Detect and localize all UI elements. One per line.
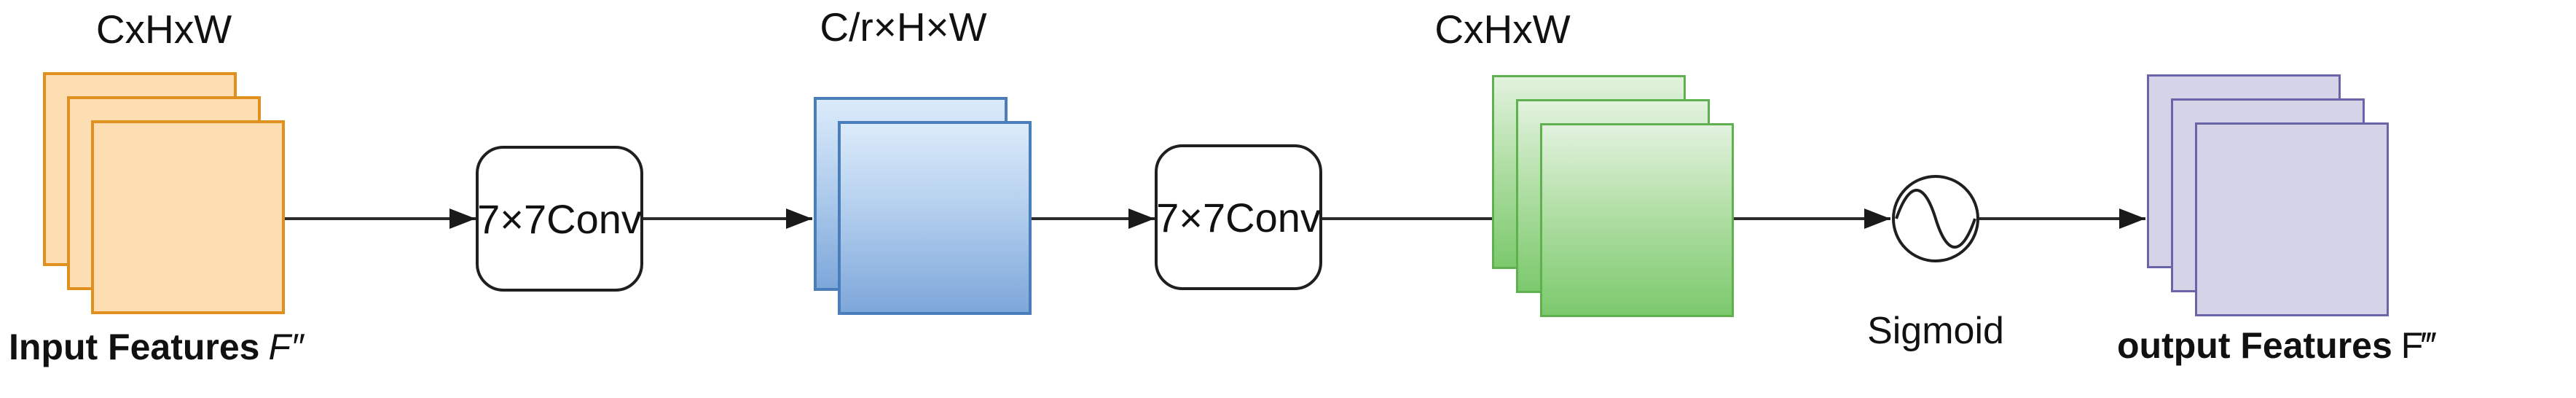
sigmoid-label: Sigmoid (1867, 310, 2004, 352)
mid-dim-label: C/r×H×W (820, 4, 987, 50)
input-caption-text: Input Features (9, 327, 260, 367)
conv1-box: 7×7Conv (476, 146, 643, 292)
feature-map-square (838, 121, 1032, 315)
feature-map-square (91, 120, 285, 314)
input-caption-symbol: F″ (268, 327, 304, 367)
sigmoid-node (1892, 175, 1979, 262)
feature-map-square (1540, 123, 1734, 317)
input-dim-label: CxHxW (95, 7, 232, 52)
sigmoid-curve-icon (1895, 189, 1976, 249)
restored-dim-label: CxHxW (1434, 7, 1571, 52)
conv2-label: 7×7Conv (1156, 194, 1321, 241)
conv2-box: 7×7Conv (1155, 144, 1322, 290)
output-caption-text: output Features (2117, 325, 2392, 366)
conv1-label: 7×7Conv (477, 195, 642, 242)
feature-map-square (2195, 122, 2389, 316)
output-caption-symbol: F‴ (2400, 325, 2437, 366)
